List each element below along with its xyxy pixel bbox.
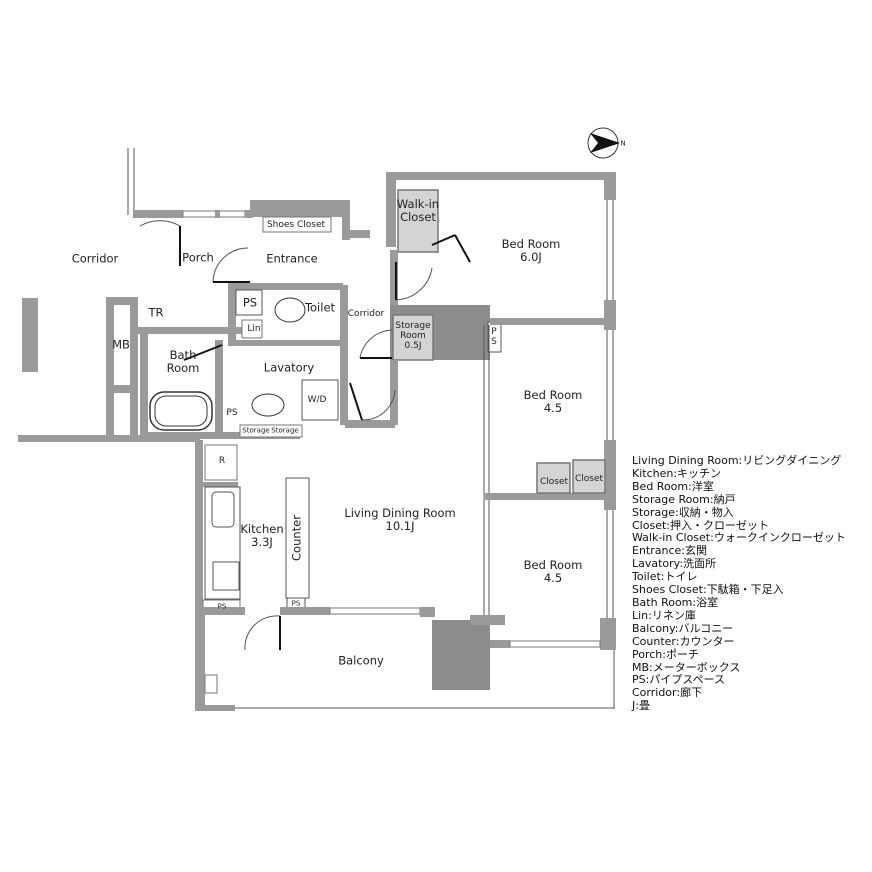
legend-item: Lin:リネン庫 xyxy=(632,608,696,622)
legend-item: Porch:ポーチ xyxy=(632,647,699,661)
legend-item: J:畳 xyxy=(632,699,650,713)
bedroom2-name: Bed Room xyxy=(523,388,583,402)
room-label-corridor: Corridor xyxy=(71,251,119,266)
room-label-ps-4: PS xyxy=(291,599,301,608)
bedroom3-name: Bed Room xyxy=(523,558,583,572)
living-size: 10.1J xyxy=(385,519,415,533)
walkin-line1: Walk-in xyxy=(396,197,440,211)
legend-item: Entrance:玄関 xyxy=(632,544,707,558)
legend-item: Living Dining Room:リビングダイニング xyxy=(632,454,842,467)
room-label-porch: Porch xyxy=(182,250,214,265)
legend-item: Closet:押入・クローゼット xyxy=(632,518,769,532)
legend-item: Kitchen:キッチン xyxy=(632,466,722,480)
legend: Living Dining Room:リビングダイニング Kitchen:キッチ… xyxy=(632,454,846,713)
legend-item: Bed Room:洋室 xyxy=(632,479,714,493)
bedroom3-size: 4.5 xyxy=(543,571,563,585)
room-label-wd: W/D xyxy=(307,395,327,405)
legend-item: Balcony:バルコニー xyxy=(632,621,734,635)
room-label-r: R xyxy=(218,456,226,466)
legend-item: Counter:カウンター xyxy=(632,634,735,648)
storage-room-line1: Storage xyxy=(395,321,431,331)
walkin-line2: Closet xyxy=(400,210,436,224)
room-label-storage-b: Storage xyxy=(271,426,299,435)
kitchen-size: 3.3J xyxy=(251,535,273,549)
living-name: Living Dining Room xyxy=(344,506,456,520)
room-label-counter: Counter xyxy=(289,515,304,561)
legend-item: Walk-in Closet:ウォークインクローゼット xyxy=(632,531,846,545)
wall xyxy=(18,435,200,442)
bath-line1: Bath xyxy=(169,348,197,362)
legend-item: Bath Room:浴室 xyxy=(632,595,719,609)
bedroom1-size: 6.0J xyxy=(520,250,542,264)
legend-item: MB:メーターボックス xyxy=(632,660,741,674)
legend-item: Storage:収納・物入 xyxy=(632,505,734,519)
legend-item: PS:パイプスペース xyxy=(632,673,726,687)
room-label-closet-b: Closet xyxy=(574,474,604,484)
room-label-storage-a: Storage xyxy=(242,426,270,435)
room-label-mb: MB xyxy=(112,337,130,352)
room-label-ps-2: PS xyxy=(226,408,238,418)
walk-in-closet-area xyxy=(397,189,439,253)
bedroom2-size: 4.5 xyxy=(543,401,563,415)
room-label-ps-3: PS xyxy=(217,602,227,611)
room-label-entrance: Entrance xyxy=(266,251,318,266)
legend-item: Lavatory:洗面所 xyxy=(632,557,717,571)
storage-room-line2: Room xyxy=(400,331,426,341)
legend-item: Storage Room:納戸 xyxy=(632,492,736,506)
room-label-lavatory: Lavatory xyxy=(263,360,315,375)
room-label-tr: TR xyxy=(148,305,164,320)
room-label-shoes-closet: Shoes Closet xyxy=(266,220,326,230)
legend-item: Toilet:トイレ xyxy=(632,570,698,584)
ps-s: S xyxy=(491,337,497,347)
bath-line2: Room xyxy=(166,361,200,375)
legend-item: Corridor:廊下 xyxy=(632,686,703,700)
room-label-closet-a: Closet xyxy=(539,477,569,487)
room-label-toilet: Toilet xyxy=(304,300,336,315)
room-label-balcony: Balcony xyxy=(338,653,384,668)
room-label-corridor-inner: Corridor xyxy=(347,309,385,319)
storage-room-size: 0.5J xyxy=(404,341,422,351)
bedroom1-name: Bed Room xyxy=(501,237,561,251)
corridor-wall xyxy=(22,298,38,372)
legend-item: Shoes Closet:下駄箱・下足入 xyxy=(632,583,784,597)
ps-p: P xyxy=(491,327,497,337)
kitchen-name: Kitchen xyxy=(240,522,284,536)
north-arrow-icon xyxy=(587,127,620,159)
wall xyxy=(133,210,183,218)
room-label-ps: PS xyxy=(242,295,258,310)
compass-label: N xyxy=(620,139,626,148)
room-label-lin: Lin xyxy=(247,324,261,334)
